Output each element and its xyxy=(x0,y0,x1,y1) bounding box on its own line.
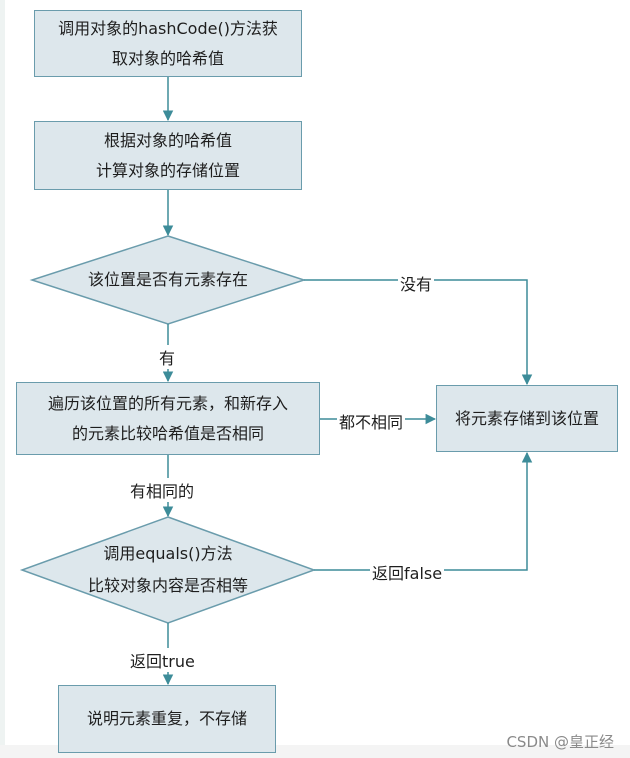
result-box: 说明元素重复，不存储 xyxy=(58,685,276,753)
step3-line1: 遍历该位置的所有元素，和新存入 xyxy=(47,393,288,413)
watermark: CSDN @皇正经 xyxy=(506,733,614,751)
decision1-text: 该位置是否有元素存在 xyxy=(87,270,248,289)
step2-line2: 计算对象的存储位置 xyxy=(95,160,240,180)
result-text: 说明元素重复，不存储 xyxy=(86,709,247,728)
step2-box: 根据对象的哈希值 计算对象的存储位置 xyxy=(34,121,302,190)
edge-decision1-store xyxy=(304,279,533,386)
step3-box: 遍历该位置的所有元素，和新存入 的元素比较哈希值是否相同 xyxy=(16,382,320,455)
decision2-line2: 比较对象内容是否相等 xyxy=(87,576,248,595)
edge-label-returns-false: 返回false xyxy=(370,560,445,584)
decision1-text-wrap: 该位置是否有元素存在 xyxy=(32,236,304,324)
left-border xyxy=(0,0,5,758)
edge-label-no: 没有 xyxy=(398,271,435,295)
step2-line1: 根据对象的哈希值 xyxy=(103,130,232,150)
edge-label-returns-true: 返回true xyxy=(128,648,197,672)
edge-decision2-store xyxy=(314,451,533,571)
store-box: 将元素存储到该位置 xyxy=(436,385,618,452)
store-text: 将元素存储到该位置 xyxy=(454,408,599,428)
step1-line1: 调用对象的hashCode()方法获 xyxy=(58,18,278,38)
step1-line2: 取对象的哈希值 xyxy=(111,48,224,68)
step1-box: 调用对象的hashCode()方法获 取对象的哈希值 xyxy=(34,10,302,77)
decision2-text-wrap: 调用equals()方法 比较对象内容是否相等 xyxy=(22,517,314,623)
step3-line2: 的元素比较哈希值是否相同 xyxy=(71,423,264,443)
edge-label-some-same: 有相同的 xyxy=(128,478,197,502)
decision2-line1: 调用equals()方法 xyxy=(103,544,233,563)
edge-label-all-different: 都不相同 xyxy=(337,409,406,433)
edge-label-yes: 有 xyxy=(157,345,178,369)
